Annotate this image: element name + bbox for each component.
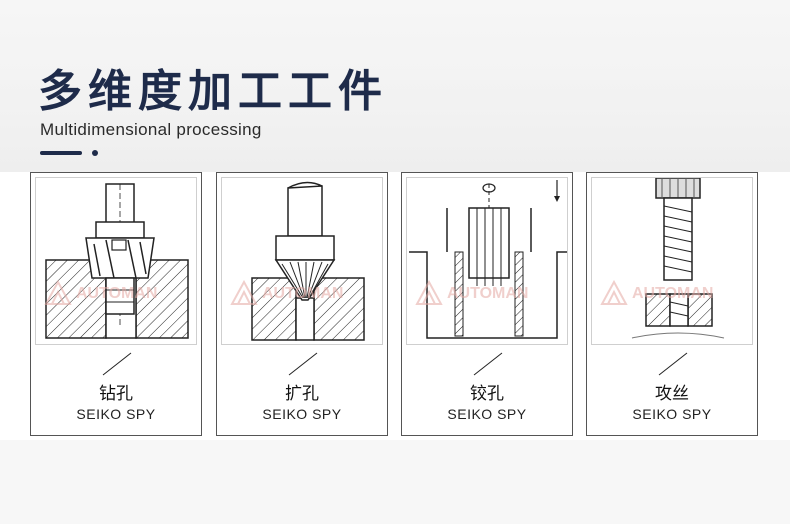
title-underline [40,151,82,155]
header-band [0,0,790,172]
card-subtitle: SEIKO SPY [632,406,712,422]
pointer-line [102,352,132,376]
card-subtitle: SEIKO SPY [76,406,156,422]
card-title: 扩孔 [285,384,319,404]
expanding-diagram: AUTOMAN [221,177,383,345]
bottom-band [0,440,790,524]
process-card-expanding: AUTOMAN 扩孔 SEIKO SPY [216,172,388,436]
process-card-reaming: AUTOMAN 铰孔 SEIKO SPY [401,172,573,436]
card-title: 钻孔 [99,384,133,404]
pointer-line [473,352,503,376]
card-subtitle: SEIKO SPY [262,406,342,422]
title-underline-dot [92,150,98,156]
process-card-drilling: AUTOMAN 钻孔 SEIKO SPY [30,172,202,436]
card-title: 铰孔 [470,384,504,404]
pointer-line [288,352,318,376]
process-card-tapping: AUTOMAN 攻丝 SEIKO SPY [586,172,758,436]
page-subtitle: Multidimensional processing [40,120,262,139]
card-subtitle: SEIKO SPY [447,406,527,422]
drilling-diagram: AUTOMAN [35,177,197,345]
reaming-diagram: AUTOMAN [406,177,568,345]
tapping-diagram: AUTOMAN [591,177,753,345]
page-title: 多维度加工工件 [38,66,388,117]
card-title: 攻丝 [655,384,689,404]
drilling-illustration [45,183,189,339]
pointer-line [658,352,688,376]
tapping-illustration [631,178,725,339]
reaming-illustration [409,180,567,339]
expanding-illustration [251,181,365,341]
